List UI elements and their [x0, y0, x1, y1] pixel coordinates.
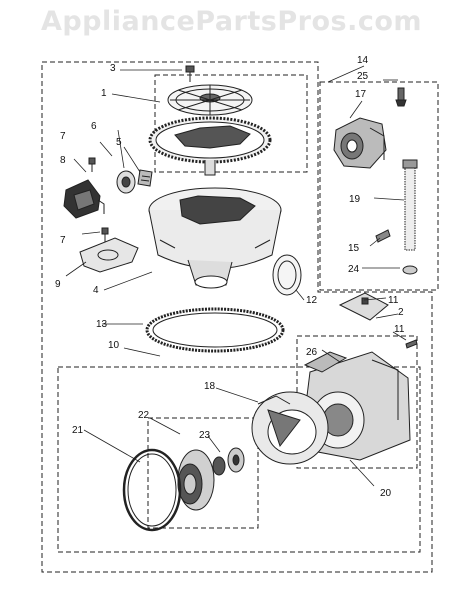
part-13-gasket-ring — [145, 307, 285, 353]
part-8-sensor-housing — [63, 179, 105, 219]
callout-19: 19 — [349, 194, 361, 205]
callout-7a: 7 — [60, 131, 66, 142]
outer-dashed-boundary — [41, 61, 433, 573]
part-17-drain-pump — [333, 117, 387, 169]
part-20-motor — [303, 351, 411, 461]
part-23-bearing — [212, 447, 245, 476]
watermark: AppliancePartsPros.com — [40, 6, 423, 37]
part-2-bracket — [338, 292, 389, 321]
part-11-screw — [405, 339, 418, 349]
screw-part-7-lower — [101, 227, 109, 242]
part-12-seal-ring — [272, 254, 302, 296]
part-19-hose — [402, 159, 418, 251]
callout-23: 23 — [199, 430, 211, 441]
callout-24: 24 — [348, 264, 360, 275]
part-5-clip — [137, 169, 153, 187]
part-9-gasket — [79, 237, 139, 273]
callout-6: 6 — [91, 121, 97, 132]
callout-4: 4 — [93, 285, 99, 296]
part-15-screw — [375, 229, 391, 243]
part-25-sensor — [395, 87, 407, 107]
filter-cover-part-1 — [167, 84, 253, 116]
callout-17: 17 — [355, 89, 367, 100]
callout-3: 3 — [110, 63, 116, 74]
callout-12: 12 — [306, 295, 318, 306]
part-22-impeller — [177, 449, 215, 511]
callout-2: 2 — [398, 307, 404, 318]
callout-11b: 11 — [394, 324, 405, 335]
callout-10: 10 — [108, 340, 120, 351]
spray-arm-gear — [148, 116, 272, 176]
callout-5: 5 — [116, 137, 122, 148]
callout-7b: 7 — [60, 235, 66, 246]
callout-26: 26 — [306, 347, 318, 358]
leader-lines — [65, 65, 407, 487]
callout-13: 13 — [96, 319, 108, 330]
part-6-disc — [116, 170, 136, 194]
part-24-clamp — [402, 265, 418, 275]
callout-9: 9 — [55, 279, 61, 290]
callout-15: 15 — [348, 243, 360, 254]
impeller-dashed-boundary — [147, 417, 259, 529]
callout-18: 18 — [204, 381, 216, 392]
part-4-sump-housing — [148, 187, 282, 289]
screw-part-7-upper — [88, 157, 96, 172]
callout-22: 22 — [138, 410, 150, 421]
callout-21: 21 — [72, 425, 84, 436]
callout-14: 14 — [357, 55, 369, 66]
screw-part-3 — [185, 65, 195, 82]
drain-pump-dashed-boundary — [319, 81, 439, 291]
callout-25: 25 — [357, 71, 369, 82]
motor-assembly-dashed-boundary — [57, 366, 421, 553]
part-18-impeller-housing — [251, 391, 329, 465]
callout-20: 20 — [380, 488, 392, 499]
callout-8: 8 — [60, 155, 66, 166]
part-21-o-ring — [122, 448, 182, 532]
callout-1: 1 — [101, 88, 107, 99]
callout-11a: 11 — [388, 295, 399, 306]
